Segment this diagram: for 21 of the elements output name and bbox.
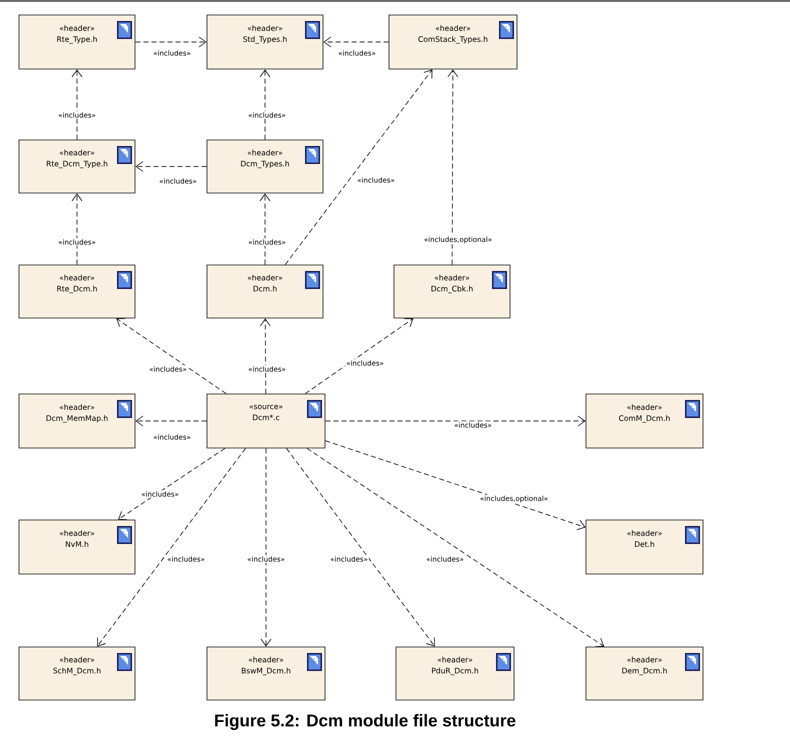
dependency-arrow <box>260 448 272 647</box>
dependency-arrow <box>325 440 586 530</box>
dependency-arrow <box>260 69 270 140</box>
dependency-arrow <box>323 36 389 48</box>
dependency-arrow <box>260 318 271 394</box>
dependency-arrow <box>448 69 458 265</box>
caption: Figure 5.2: Dcm module file structure <box>215 714 516 730</box>
dependency-arrow <box>284 69 432 265</box>
dependency-arrow <box>135 161 207 172</box>
dependency-arrow <box>260 193 270 265</box>
dependency-arrow <box>72 69 82 140</box>
dependency-arrow <box>135 36 207 48</box>
dependency-arrow <box>135 416 207 426</box>
dependency-arrow <box>116 318 226 394</box>
dependency-arrow <box>118 448 226 520</box>
dependency-arrow <box>304 318 414 394</box>
dependency-arrow <box>97 448 246 647</box>
dependency-arrow <box>72 193 82 265</box>
dependency-arrow <box>286 448 435 647</box>
dependency-arrow <box>306 448 604 647</box>
dependency-arrow <box>325 416 586 426</box>
